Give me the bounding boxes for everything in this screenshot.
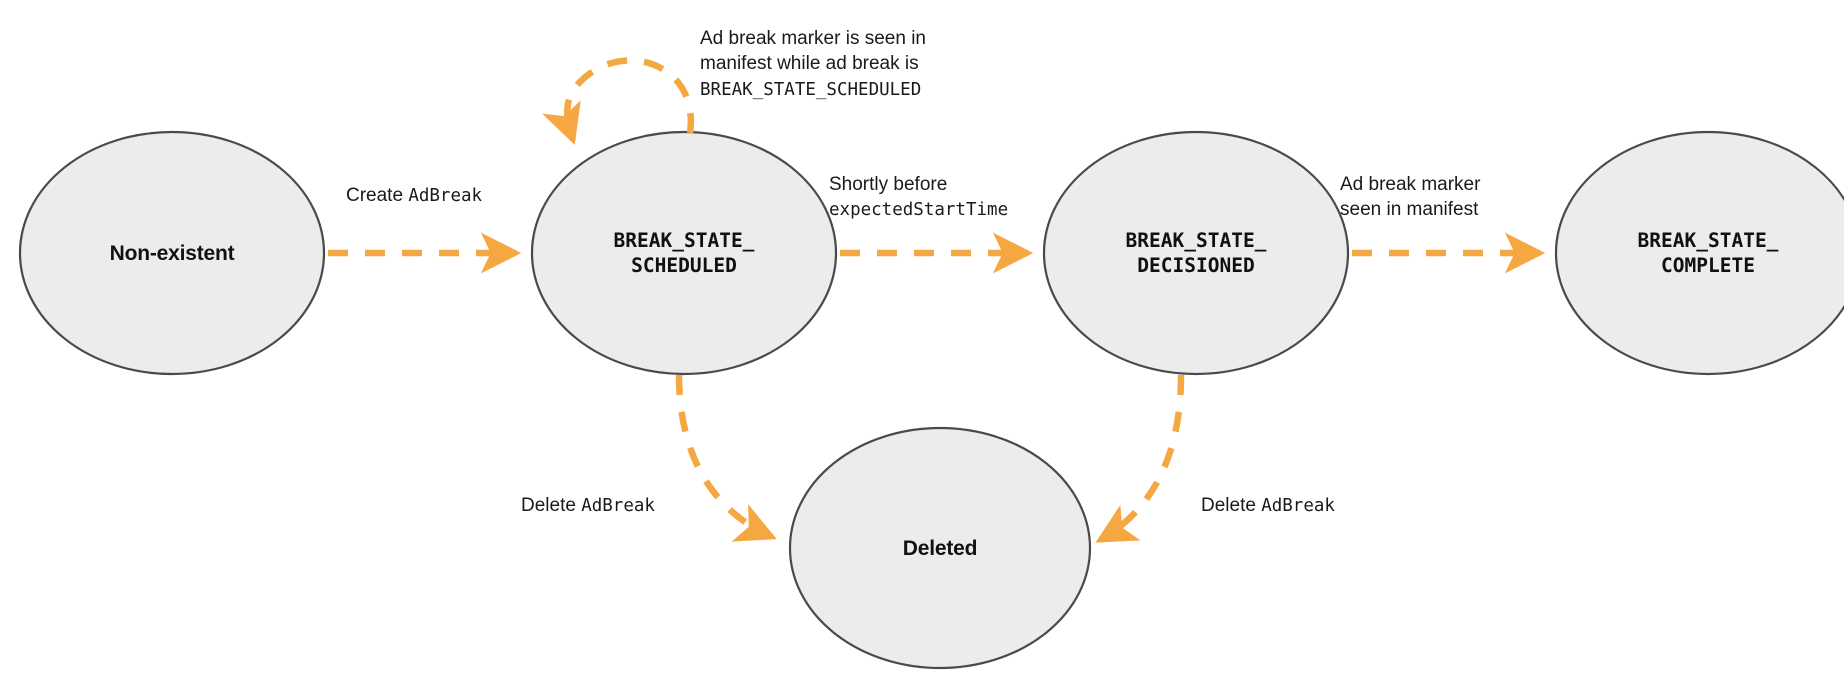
edge-label-run: manifest while ad break is bbox=[700, 53, 919, 75]
edge-label-run: Delete bbox=[521, 495, 582, 516]
edge-label-line: seen in manifest bbox=[1340, 197, 1480, 222]
edge-label-run: BREAK_STATE_SCHEDULED bbox=[700, 79, 922, 100]
node-break-state-scheduled[interactable] bbox=[530, 130, 838, 376]
edges-layer bbox=[328, 57, 1546, 543]
edge-label-line: Shortly before bbox=[829, 172, 1008, 197]
edge-label-delete-adbreak-from-decisioned: Delete AdBreak bbox=[1201, 493, 1335, 518]
node-break-state-complete[interactable] bbox=[1554, 130, 1844, 376]
edge-label-run: Delete bbox=[1201, 495, 1262, 516]
node-deleted[interactable] bbox=[788, 426, 1092, 670]
nodes-layer bbox=[18, 130, 1844, 670]
edge-label-run: AdBreak bbox=[581, 496, 655, 516]
edge-delete-adbreak-from-decisioned[interactable] bbox=[1095, 374, 1185, 543]
edge-label-line: Ad break marker is seen in bbox=[700, 26, 926, 51]
edge-delete-adbreak-from-scheduled[interactable] bbox=[675, 374, 777, 542]
edge-label-line: expectedStartTime bbox=[829, 197, 1008, 222]
edge-label-line: Delete AdBreak bbox=[521, 493, 655, 518]
edge-label-run: seen in manifest bbox=[1340, 199, 1479, 221]
edge-label-run: Ad break marker is seen in bbox=[700, 28, 926, 49]
edge-label-run: AdBreak bbox=[408, 186, 483, 206]
edge-label-shortly-before-expected-start-time: Shortly before expectedStartTime bbox=[829, 172, 1008, 223]
edge-label-marker-seen-in-manifest: Ad break marker seen in manifest bbox=[1340, 172, 1480, 223]
edge-label-line: Create AdBreak bbox=[346, 183, 482, 208]
edge-label-run: AdBreak bbox=[1261, 496, 1335, 516]
edge-label-marker-seen-while-scheduled: Ad break marker is seen in manifest while… bbox=[700, 26, 926, 102]
edge-label-run: expectedStartTime bbox=[829, 200, 1009, 221]
node-break-state-decisioned[interactable] bbox=[1042, 130, 1350, 376]
node-non-existent[interactable] bbox=[18, 130, 326, 376]
edge-label-run: Shortly before bbox=[829, 174, 948, 195]
edge-label-create-adbreak: Create AdBreak bbox=[346, 183, 482, 208]
edge-marker-seen-while-scheduled[interactable] bbox=[542, 57, 695, 145]
edge-label-delete-adbreak-from-scheduled: Delete AdBreak bbox=[521, 493, 655, 518]
edge-label-run: Create bbox=[346, 185, 409, 206]
edge-label-line: BREAK_STATE_SCHEDULED bbox=[700, 77, 926, 102]
edge-label-line: Delete AdBreak bbox=[1201, 493, 1335, 518]
edge-label-line: manifest while ad break is bbox=[700, 51, 926, 76]
edge-label-line: Ad break marker bbox=[1340, 172, 1480, 197]
edge-label-run: Ad break marker bbox=[1340, 174, 1481, 195]
